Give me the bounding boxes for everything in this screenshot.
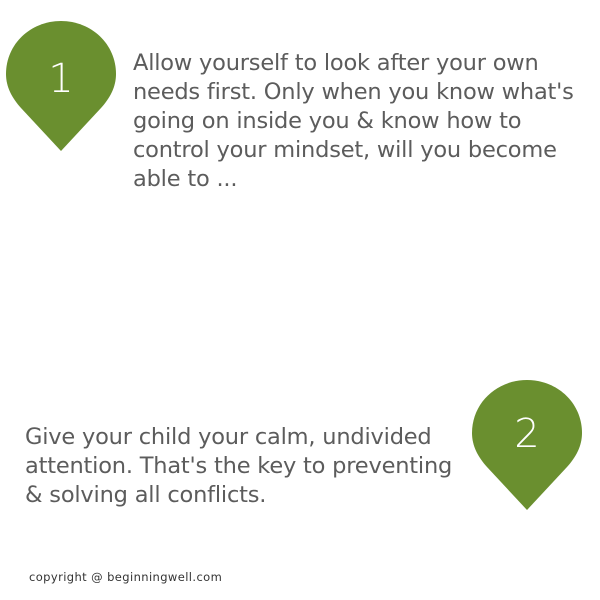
tip-2-text: Give your child your calm, undivided att…: [25, 424, 453, 508]
pin-shape: [6, 21, 116, 151]
copyright-footer: copyright @ beginningwell.com: [29, 570, 223, 584]
tip-1-number: 1: [48, 56, 74, 102]
pin-shape: [472, 380, 582, 510]
tip-2-pin-marker-icon: 2: [472, 380, 582, 510]
tip-1-text: Allow yourself to look after your own ne…: [133, 50, 574, 192]
tip-2-number: 2: [514, 411, 540, 457]
tip-1-pin-marker-icon: 1: [6, 21, 116, 151]
